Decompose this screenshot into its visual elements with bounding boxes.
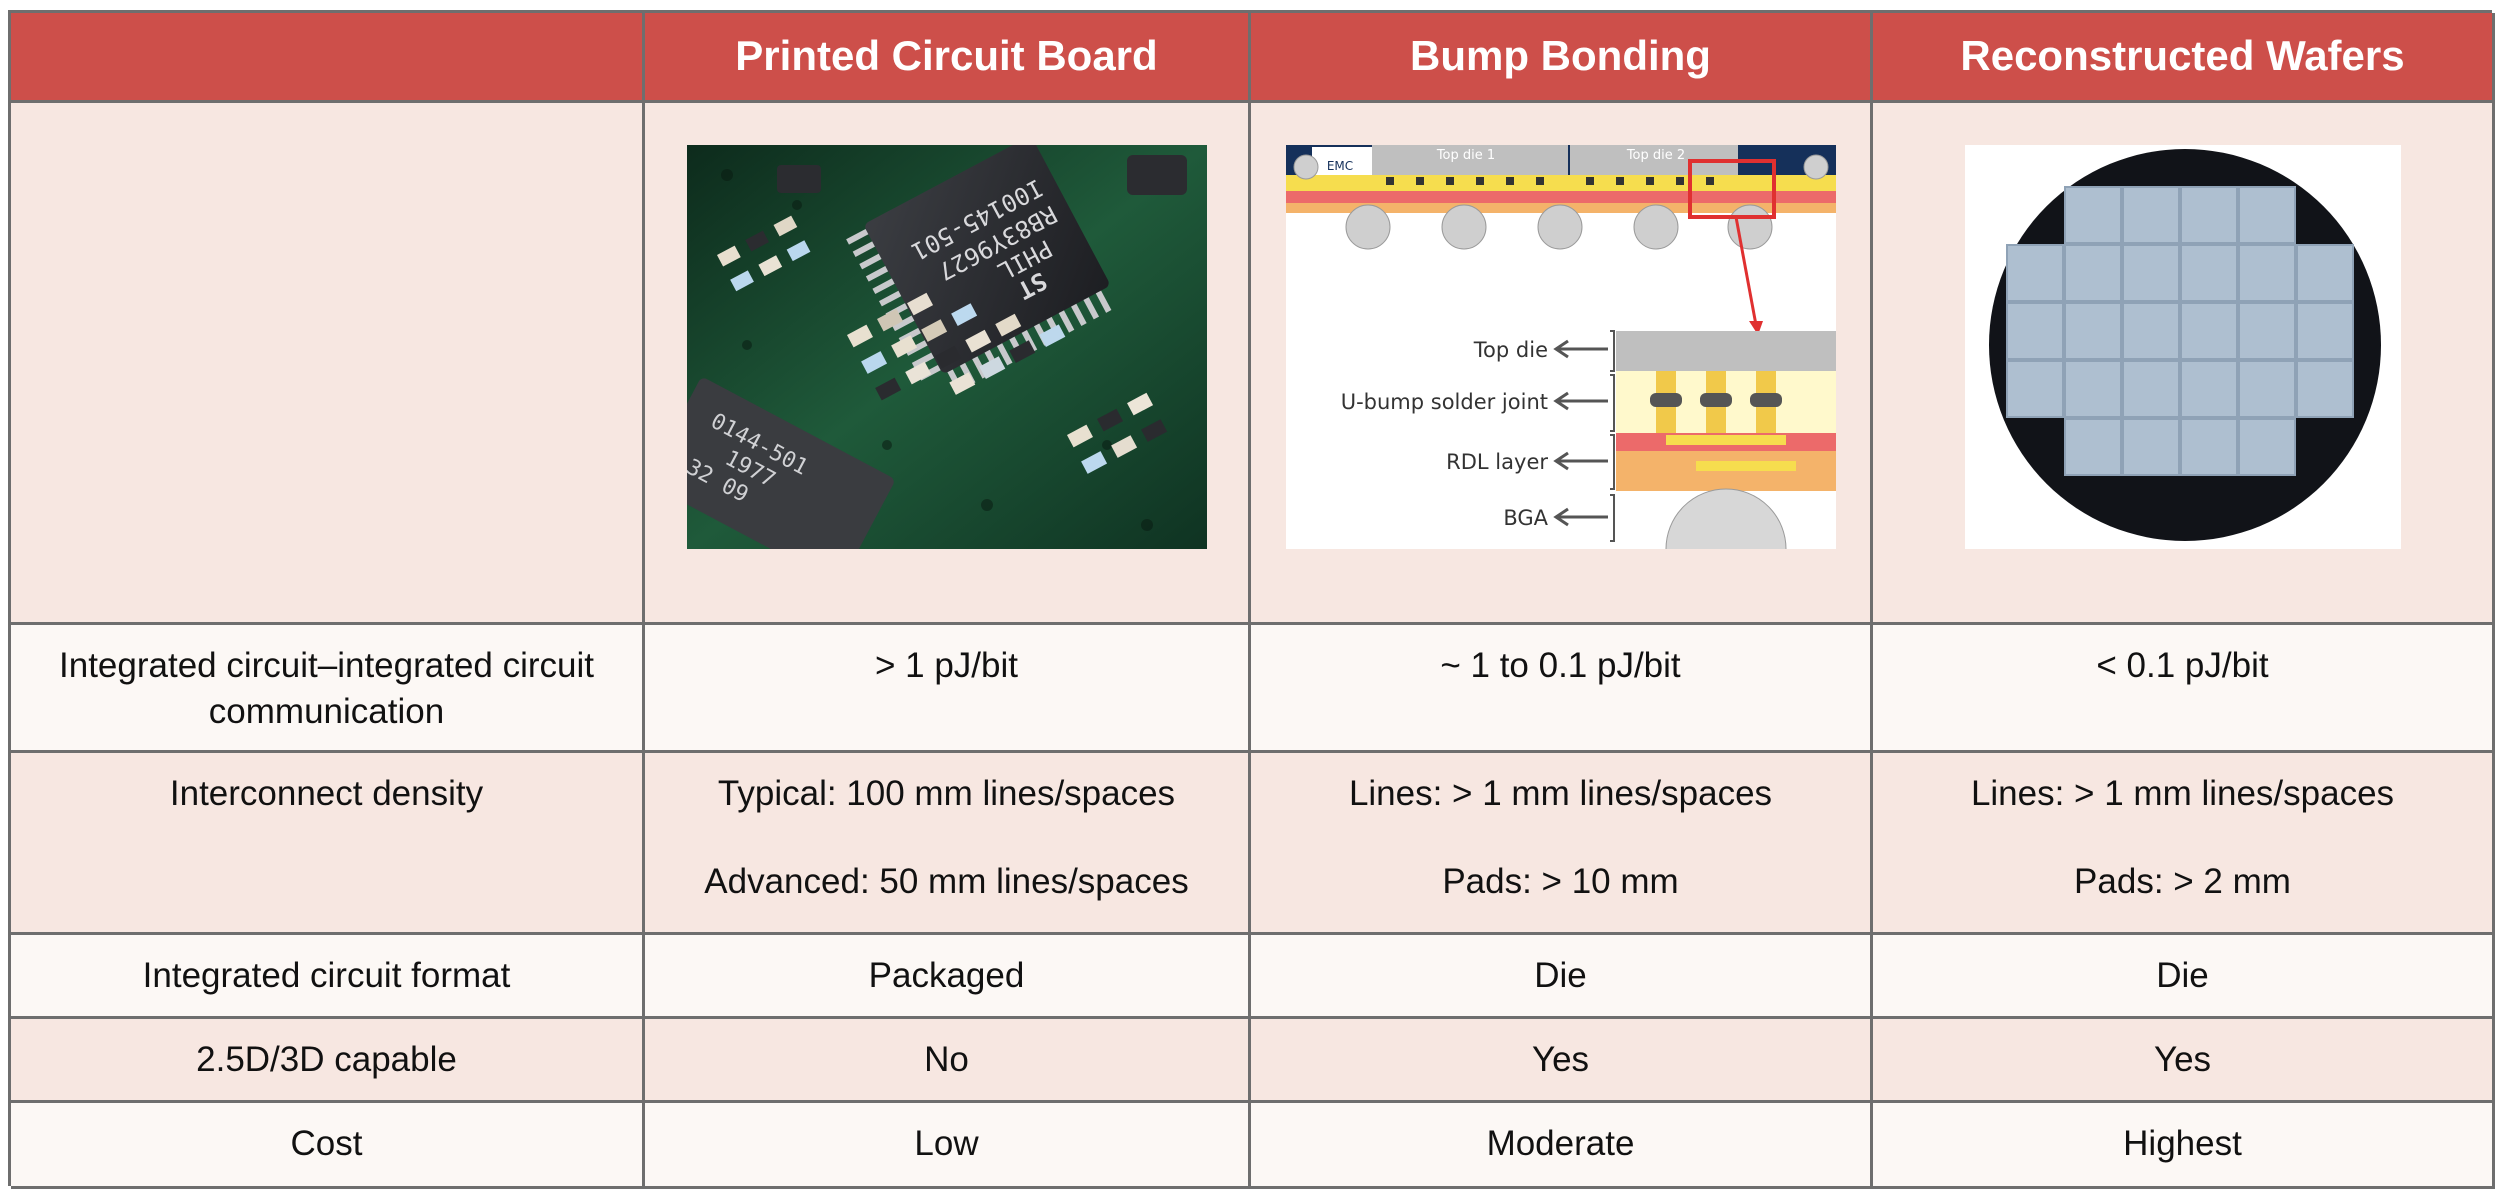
pcb-communication-value: > 1 pJ/bit [645, 625, 1251, 753]
comparison-table: Printed Circuit Board Bump Bonding Recon… [8, 10, 2495, 1189]
table-grid: Printed Circuit Board Bump Bonding Recon… [8, 10, 2495, 1189]
wafer-cost-value: Highest [1873, 1103, 2495, 1189]
pcb-density-advanced: Advanced: 50 mm lines/spaces [704, 861, 1189, 901]
bump-density-value: Lines: > 1 mm lines/spaces Pads: > 10 mm [1251, 753, 1873, 935]
row-label-cost: Cost [11, 1103, 645, 1189]
wafer-format-value: Die [1873, 935, 2495, 1019]
emc-label: EMC [1326, 159, 1352, 173]
wafer-density-lines: Lines: > 1 mm lines/spaces [1970, 774, 2395, 813]
bump-3d-value: Yes [1251, 1019, 1873, 1103]
reconstructed-wafer-photo [1964, 145, 2401, 549]
bump-bonding-image-cell: EMC Top die 1 Top die 2 [1251, 103, 1873, 625]
pcb-3d-value: No [645, 1019, 1251, 1103]
label-ubump: U-bump solder joint [1340, 390, 1547, 414]
pcb-photo: ST PHIL RB83Y9627 I00145-501 0144-501 19… [686, 145, 1207, 549]
bump-communication-value: ~ 1 to 0.1 pJ/bit [1251, 625, 1873, 753]
reconstructed-wafer-image-cell [1873, 103, 2495, 625]
pcb-density-value: Typical: 100 mm lines/spaces Advanced: 5… [645, 753, 1251, 935]
row-label-format: Integrated circuit format [11, 935, 645, 1019]
row-label-3d-capable: 2.5D/3D capable [11, 1019, 645, 1103]
wafer-density-pads: Pads: > 2 mm [2074, 861, 2291, 901]
label-rdl: RDL layer [1446, 450, 1548, 474]
row-label-interconnect-density: Interconnect density [11, 753, 645, 935]
pcb-cost-value: Low [645, 1103, 1251, 1189]
bump-bonding-diagram: EMC Top die 1 Top die 2 [1285, 145, 1836, 549]
header-empty-cell [11, 13, 645, 103]
wafer-density-value: Lines: > 1 mm lines/spaces Pads: > 2 mm [1873, 753, 2495, 935]
zoom-highlight-box [1687, 159, 1776, 219]
bump-density-pads: Pads: > 10 mm [1442, 861, 1679, 901]
pcb-format-value: Packaged [645, 935, 1251, 1019]
header-bump-bonding: Bump Bonding [1251, 13, 1873, 103]
wafer-3d-value: Yes [1873, 1019, 2495, 1103]
bump-density-lines: Lines: > 1 mm lines/spaces [1348, 774, 1773, 813]
wafer-communication-value: < 0.1 pJ/bit [1873, 625, 2495, 753]
header-reconstructed-wafers: Reconstructed Wafers [1873, 13, 2495, 103]
row-label-communication: Integrated circuit–integrated circuit co… [11, 625, 645, 753]
bump-cost-value: Moderate [1251, 1103, 1873, 1189]
top-die-2-label: Top die 2 [1625, 148, 1684, 163]
pcb-small-components [716, 155, 1187, 474]
top-die-1 [1371, 145, 1568, 175]
wafer-die-grid [2005, 186, 2354, 476]
image-row-label-cell [11, 103, 645, 625]
pcb-density-typical: Typical: 100 mm lines/spaces [717, 774, 1176, 813]
pcb-image-cell: ST PHIL RB83Y9627 I00145-501 0144-501 19… [645, 103, 1251, 625]
top-die-1-label: Top die 1 [1435, 148, 1494, 163]
label-top-die: Top die [1472, 338, 1547, 362]
label-bga: BGA [1503, 506, 1548, 530]
header-pcb: Printed Circuit Board [645, 13, 1251, 103]
bump-format-value: Die [1251, 935, 1873, 1019]
